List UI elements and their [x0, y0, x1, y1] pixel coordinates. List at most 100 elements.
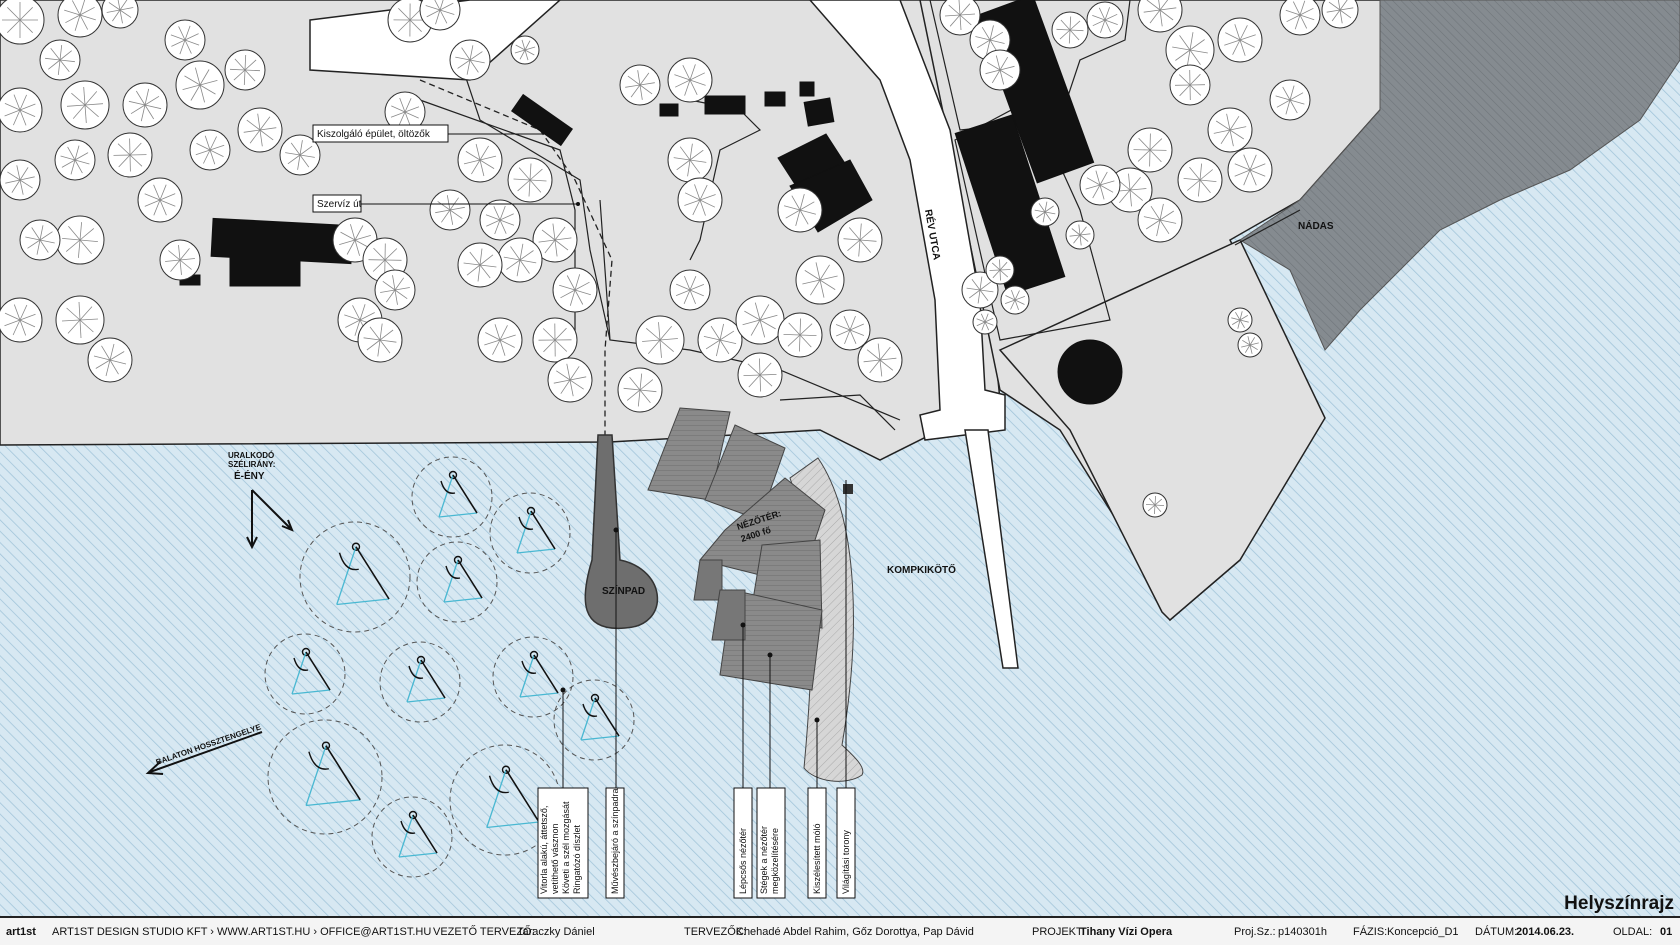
tree-icon — [858, 338, 902, 382]
tree-icon — [778, 188, 822, 232]
tree-icon — [138, 178, 182, 222]
tree-icon — [778, 313, 822, 357]
tree-icon — [1228, 308, 1252, 332]
date-label: DÁTUM: — [1475, 926, 1517, 938]
callout-sails-1: Vitorla alakú, áttetsző, — [539, 806, 549, 894]
tree-icon — [511, 36, 539, 64]
callout-sails-3: Követi a szél mozgását — [561, 801, 571, 894]
tree-icon — [533, 318, 577, 362]
callout-pier: Kiszélesített móló — [812, 823, 822, 894]
callout-tower: Világítási torony — [841, 830, 851, 894]
service-building-label: Kiszolgáló épület, öltözők — [317, 129, 431, 140]
project-label: PROJEKT: — [1032, 926, 1085, 938]
stage-label: SZÍNPAD — [602, 584, 645, 597]
tree-icon — [123, 83, 167, 127]
tree-icon — [1218, 18, 1262, 62]
date-value: 2014.06.23. — [1516, 926, 1574, 938]
callout-sails-2: vetíthető vásznon — [550, 823, 560, 894]
tree-icon — [1228, 148, 1272, 192]
tree-icon — [88, 338, 132, 382]
reeds-label: NÁDAS — [1298, 219, 1334, 232]
project-number-label: Proj.Sz.: — [1234, 926, 1276, 938]
tree-icon — [1143, 493, 1167, 517]
tree-icon — [980, 50, 1020, 90]
studio-info: ART1ST DESIGN STUDIO KFT › WWW.ART1ST.HU… — [52, 926, 431, 938]
tree-icon — [160, 240, 200, 280]
tree-icon — [796, 256, 844, 304]
tree-icon — [1052, 12, 1088, 48]
wind-label-1: URALKODÓ — [228, 451, 274, 460]
tree-icon — [225, 50, 265, 90]
tree-icon — [1087, 2, 1123, 38]
tree-icon — [973, 310, 997, 334]
tree-icon — [618, 368, 662, 412]
tree-icon — [478, 318, 522, 362]
tree-icon — [20, 220, 60, 260]
tree-icon — [238, 108, 282, 152]
round-tower-building — [1058, 340, 1122, 404]
tree-icon — [55, 140, 95, 180]
project-value: Tihany Vízi Opera — [1080, 926, 1172, 938]
tree-icon — [986, 256, 1014, 284]
tree-icon — [0, 88, 42, 132]
tree-icon — [1031, 198, 1059, 226]
tree-icon — [668, 58, 712, 102]
page-label: OLDAL: — [1613, 926, 1652, 938]
service-road-label: Szervíz út — [317, 199, 362, 210]
tree-icon — [1080, 165, 1120, 205]
tree-icon — [190, 130, 230, 170]
tree-icon — [1001, 286, 1029, 314]
tree-icon — [458, 138, 502, 182]
ferry-label: KOMPKIKÖTŐ — [887, 563, 956, 576]
title-block: art1st ART1ST DESIGN STUDIO KFT › WWW.AR… — [0, 916, 1680, 945]
page-value: 01 — [1660, 926, 1672, 938]
callout-stepped: Lépcsős nézőtér — [738, 828, 748, 894]
project-number-value: p140301h — [1278, 926, 1327, 938]
tree-icon — [40, 40, 80, 80]
tree-icon — [548, 358, 592, 402]
tree-icon — [698, 318, 742, 362]
tree-icon — [1128, 128, 1172, 172]
tree-icon — [430, 190, 470, 230]
tree-icon — [830, 310, 870, 350]
tree-icon — [1138, 198, 1182, 242]
tree-icon — [176, 61, 224, 109]
tree-icon — [56, 216, 104, 264]
studio-logo: art1st — [6, 926, 36, 938]
tree-icon — [668, 138, 712, 182]
tree-icon — [56, 296, 104, 344]
tree-icon — [108, 133, 152, 177]
tree-icon — [0, 160, 40, 200]
phase-value: Koncepció_D1 — [1387, 926, 1459, 938]
tree-icon — [1178, 158, 1222, 202]
tree-icon — [358, 318, 402, 362]
tree-icon — [670, 270, 710, 310]
tree-icon — [1280, 0, 1320, 35]
sheet-title: Helyszínrajz — [1564, 893, 1674, 915]
tree-icon — [375, 270, 415, 310]
tree-icon — [1208, 108, 1252, 152]
callout-rafts-1: Stégek a nézőtér — [759, 826, 769, 894]
tree-icon — [458, 243, 502, 287]
tree-icon — [1170, 65, 1210, 105]
tree-icon — [480, 200, 520, 240]
tree-icon — [450, 40, 490, 80]
tree-icon — [636, 316, 684, 364]
callout-walkway: Művészbejáró a színpadra — [610, 788, 620, 894]
designers-value: Chehadé Abdel Rahim, Gőz Dorottya, Pap D… — [736, 926, 974, 938]
wind-label-2: SZÉLIRÁNY: — [228, 460, 275, 469]
lead-designer-value: Taraczky Dániel — [517, 926, 595, 938]
tree-icon — [165, 20, 205, 60]
phase-label: FÁZIS: — [1353, 926, 1387, 938]
tree-icon — [1270, 80, 1310, 120]
tree-icon — [678, 178, 722, 222]
tree-icon — [1066, 221, 1094, 249]
wind-label-3: É-ÉNY — [234, 469, 265, 482]
tree-icon — [508, 158, 552, 202]
tree-icon — [61, 81, 109, 129]
tree-icon — [838, 218, 882, 262]
tree-icon — [0, 298, 42, 342]
tree-icon — [1238, 333, 1262, 357]
tree-icon — [553, 268, 597, 312]
callout-sails-4: Ringatózó díszlet — [572, 824, 582, 894]
